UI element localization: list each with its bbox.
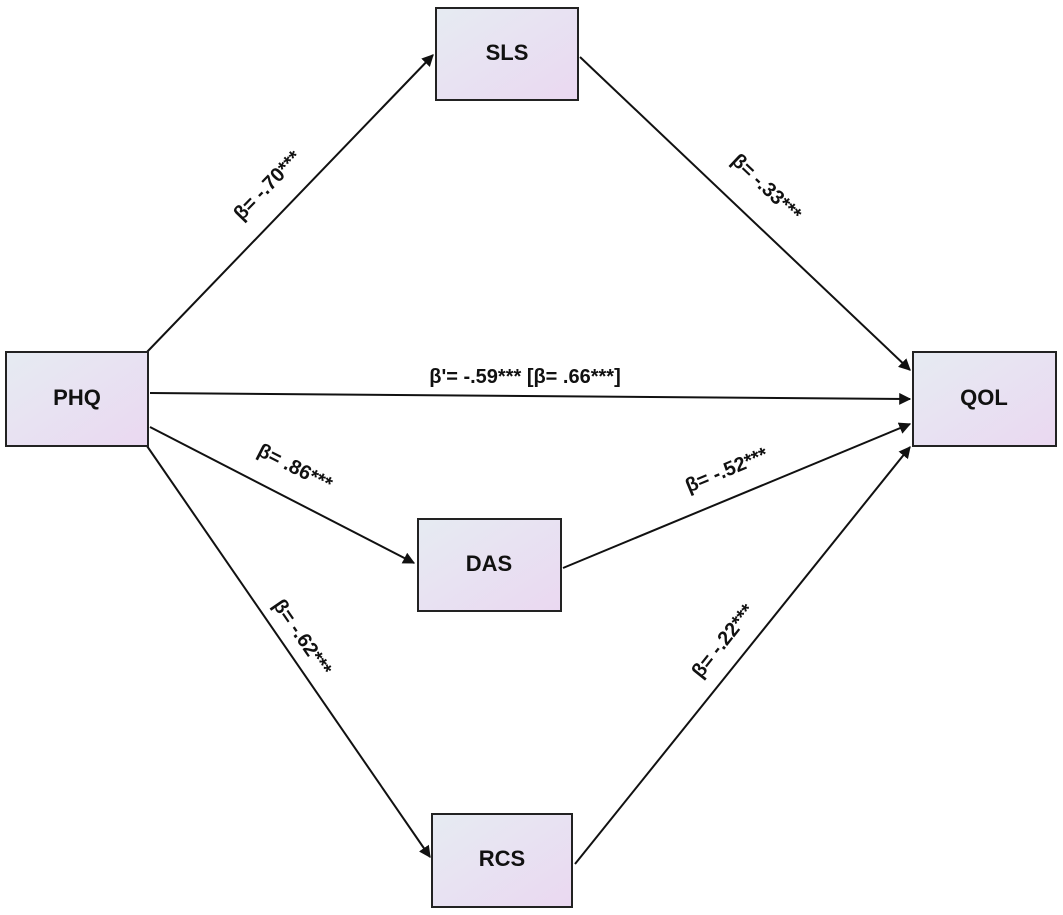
edge-phq-sls [146,54,434,353]
node-sls-box [435,7,579,101]
node-das: DAS [417,518,562,612]
edge-das-qol [562,422,912,569]
node-sls-label: SLS [486,40,529,65]
edge-label-rcs-qol: β= -.22*** [688,600,760,682]
node-qol-label: QOL [960,385,1008,410]
node-rcs-label: RCS [479,846,525,871]
node-phq: PHQ [5,351,149,447]
edge-label-phq-sls: β= -.70*** [229,147,306,225]
node-das-box [417,518,562,612]
node-qol-box [912,351,1057,447]
edge-label-phq-qol: β'= -.59*** [β= .66***] [429,366,620,388]
node-rcs: RCS [431,813,573,908]
edge-phq-qol [149,392,912,405]
node-phq-box [5,351,149,447]
edge-label-das-qol: β= -.52*** [682,444,771,498]
edge-phq-das [149,426,416,564]
node-qol: QOL [912,351,1057,447]
edge-sls-qol [579,56,911,371]
node-sls: SLS [435,7,579,101]
edge-label-sls-qol: β= -.33*** [727,150,806,226]
node-rcs-box [431,813,573,908]
edge-phq-rcs [146,445,431,858]
node-das-label: DAS [466,551,512,576]
edge-rcs-qol [574,446,911,865]
node-phq-label: PHQ [53,385,101,410]
